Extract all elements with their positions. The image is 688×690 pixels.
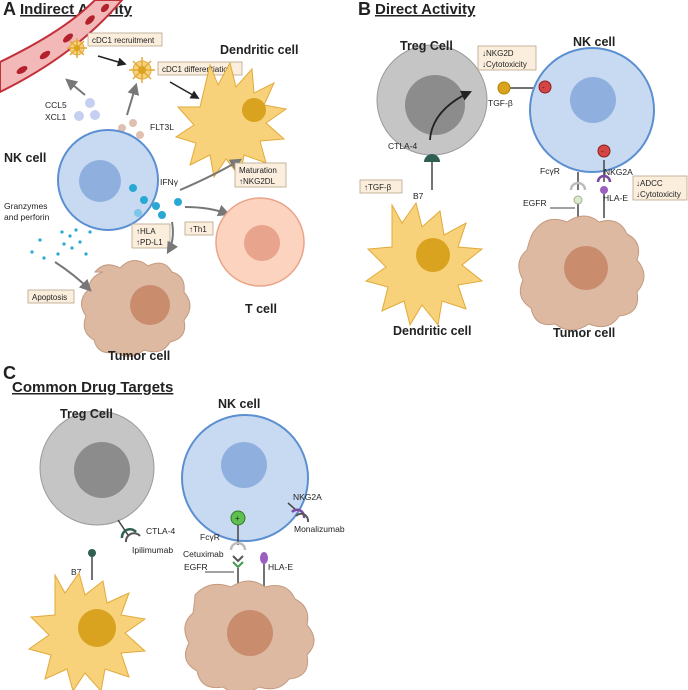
panel-b: B Direct Activity Treg Cell ↓NKG2D ↓Cyto…	[358, 0, 688, 340]
treg-cell-c-label: Treg Cell	[60, 407, 113, 421]
dendritic-cell-a-label: Dendritic cell	[220, 43, 299, 57]
nkg2d-down-label: ↓NKG2D	[482, 49, 514, 58]
hlae-label-c: HLA-E	[268, 562, 293, 572]
ctla4-label-c: CTLA-4	[146, 526, 176, 536]
panel-b-letter: B	[358, 0, 371, 19]
t-cell	[215, 197, 305, 287]
b7-label-b: B7	[413, 191, 424, 201]
egfr-label-b: EGFR	[523, 198, 547, 208]
ipilimumab-label: Ipilimumab	[132, 545, 173, 555]
nk-cell-b	[529, 47, 655, 173]
ifng-label: IFNγ	[160, 177, 179, 187]
plus-sign: +	[235, 514, 240, 523]
granzymes-label-1: Granzymes	[4, 201, 47, 211]
nk-cell-a-label: NK cell	[4, 151, 46, 165]
b7-label-c: B7	[71, 567, 82, 577]
nkg2a-label-c: NKG2A	[293, 492, 322, 502]
blood-vessel	[0, 0, 124, 94]
treg-cell-b-label: Treg Cell	[400, 39, 453, 53]
cytotoxicity-down-label: ↓Cytotoxicity	[482, 60, 527, 69]
ccl5-label: CCL5	[45, 100, 67, 110]
dc-small-1	[67, 38, 87, 58]
granzymes-label-2: and perforin	[4, 212, 50, 222]
tgfb-label: TGF-β	[488, 98, 513, 108]
cytotoxicity2-down-label: ↓Cytotoxicity	[636, 190, 681, 199]
tumor-cell-b-label: Tumor cell	[553, 326, 615, 340]
th1-label: ↑Th1	[189, 225, 207, 234]
tumor-cell-a-label: Tumor cell	[108, 349, 170, 363]
dendritic-cell-a	[174, 61, 288, 179]
tumor-cell-c	[184, 580, 315, 690]
cetuximab-label: Cetuximab	[183, 549, 224, 559]
adcc-down-label: ↓ADCC	[636, 179, 663, 188]
apoptosis-label: Apoptosis	[32, 293, 67, 302]
nk-cell-c-label: NK cell	[218, 397, 260, 411]
cdc1-recruitment-label: cDC1 recruitment	[92, 36, 155, 45]
tgfb-up-label: ↑TGF-β	[364, 183, 392, 192]
nk-cell-a	[57, 129, 159, 231]
dendritic-cell-b	[364, 201, 484, 327]
dendritic-cell-c	[27, 571, 147, 690]
hla-up-label: ↑HLA	[136, 227, 156, 236]
t-cell-label: T cell	[245, 302, 277, 316]
fcgr-label-b: FcγR	[540, 166, 560, 176]
pdl1-up-label: ↑PD-L1	[136, 238, 163, 247]
dc-small-2	[129, 57, 155, 83]
egfr-label-c: EGFR	[184, 562, 208, 572]
panel-c-letter: C	[3, 363, 16, 383]
nk-cell-c	[181, 414, 309, 542]
tumor-cell-b	[518, 215, 645, 331]
monalizumab-label: Monalizumab	[294, 524, 345, 534]
nkg2dl-label: ↑NKG2DL	[239, 177, 276, 186]
nkg2a-label-b: NKG2A	[604, 167, 633, 177]
panel-a: A Indirect Activity cDC1 recruitment cDC…	[0, 0, 305, 363]
panel-a-letter: A	[3, 0, 16, 19]
flt3l-label: FLT3L	[150, 122, 174, 132]
panel-c: C Common Drug Targets Treg Cell CTLA-4 I…	[3, 363, 345, 690]
dendritic-cell-b-label: Dendritic cell	[393, 324, 472, 338]
nk-cell-b-label: NK cell	[573, 35, 615, 49]
maturation-label: Maturation	[239, 166, 277, 175]
minus-sign-1: -	[542, 83, 545, 92]
panel-c-title: Common Drug Targets	[12, 379, 173, 396]
cdc1-differentiation-label: cDC1 differentiation	[162, 65, 232, 74]
hlae-label-b: HLA-E	[603, 193, 628, 203]
ctla4-label-b: CTLA-4	[388, 141, 418, 151]
tumor-cell-a	[81, 260, 191, 357]
treg-cell-b	[376, 44, 488, 156]
fcgr-label-c: FcγR	[200, 532, 220, 542]
treg-cell-c	[39, 410, 155, 526]
xcl1-label: XCL1	[45, 112, 67, 122]
minus-sign-2: -	[601, 147, 604, 156]
panel-b-title: Direct Activity	[375, 1, 476, 18]
